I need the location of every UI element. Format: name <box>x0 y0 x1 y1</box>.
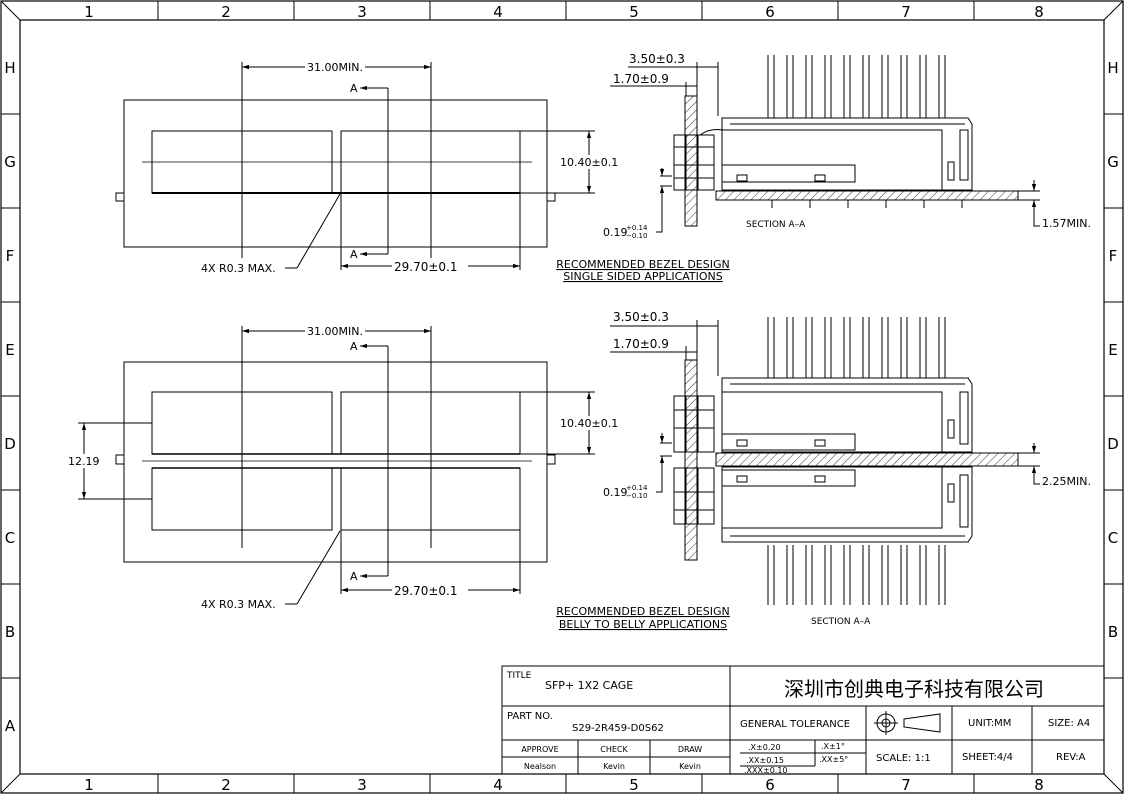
title-label: TITLE <box>506 671 532 681</box>
dim-3-50: 3.50±0.3 <box>613 310 669 324</box>
col-label: 7 <box>901 3 911 21</box>
height-dim-label: 10.40±0.1 <box>560 156 618 169</box>
min-dim-label: 2.25MIN. <box>1042 475 1091 488</box>
row-label: F <box>6 247 15 265</box>
sheet-label: SHEET:4/4 <box>962 752 1013 763</box>
col-label: 5 <box>629 776 639 794</box>
col-label: 3 <box>357 3 367 21</box>
col-label: 4 <box>493 3 503 21</box>
height-dim-label: 10.40±0.1 <box>560 417 618 430</box>
row-labels: H G F E D C B A H G F E D C B <box>4 59 1119 735</box>
bottom-bezel-labels: 31.00MIN. A A 29.70±0.1 10.40±0.1 12.19 … <box>66 324 730 631</box>
width-min-label: 31.00MIN. <box>307 61 363 74</box>
col-label: 8 <box>1034 776 1044 794</box>
tolerance-xxx: .XXX±0.10 <box>744 766 788 775</box>
row-label: F <box>1109 247 1118 265</box>
scale-label: SCALE: 1:1 <box>876 753 931 764</box>
top-section-labels: 3.50±0.3 1.70±0.9 0.19 +0.14 −0.10 1.57M… <box>603 52 1091 240</box>
caption-line-2: BELLY TO BELLY APPLICATIONS <box>559 618 727 631</box>
size-label: SIZE: A4 <box>1048 718 1090 729</box>
section-marker: A <box>350 82 358 95</box>
width-min-label: 31.00MIN. <box>307 325 363 338</box>
part-label: PART NO. <box>507 711 553 722</box>
general-tolerance-label: GENERAL TOLERANCE <box>740 719 850 730</box>
tolerance-x: .X±0.20 <box>748 743 781 752</box>
row-label: B <box>5 623 15 641</box>
row-label: G <box>1107 153 1119 171</box>
top-section-view <box>610 55 1040 233</box>
pitch-dim-label: 29.70±0.1 <box>394 260 458 274</box>
row-label: A <box>5 717 16 735</box>
tolerance-plus: +0.14 <box>626 224 648 232</box>
approve-label: APPROVE <box>521 745 558 754</box>
row-label: E <box>1108 341 1117 359</box>
tolerance-plus: +0.14 <box>626 484 648 492</box>
column-labels: 1 2 3 4 5 6 7 8 1 2 3 4 5 6 7 8 <box>84 3 1044 794</box>
row-label: E <box>5 341 14 359</box>
col-label: 3 <box>357 776 367 794</box>
check-label: CHECK <box>600 745 628 754</box>
section-marker: A <box>350 248 358 261</box>
check-name: Kevin <box>603 762 625 771</box>
radius-note: 4X R0.3 MAX. <box>201 262 276 275</box>
row-label: D <box>4 435 16 453</box>
row-label: H <box>1107 59 1118 77</box>
left-dim-label: 12.19 <box>68 455 100 468</box>
col-label: 6 <box>765 3 775 21</box>
section-label: SECTION A–A <box>811 617 871 627</box>
rev-label: REV:A <box>1056 752 1086 763</box>
min-dim-label: 1.57MIN. <box>1042 217 1091 230</box>
tolerance-minus: −0.10 <box>626 232 647 240</box>
section-label: SECTION A–A <box>746 220 806 230</box>
caption-line-1: RECOMMENDED BEZEL DESIGN <box>556 258 730 271</box>
tolerance-base: 0.19 <box>603 486 628 499</box>
title-block <box>501 665 1105 775</box>
top-bezel-labels: 31.00MIN. A A 29.70±0.1 10.40±0.1 4X R0.… <box>201 60 730 283</box>
company-name: 深圳市创典电子科技有限公司 <box>784 677 1044 701</box>
tolerance-base: 0.19 <box>603 226 628 239</box>
dim-3-50: 3.50±0.3 <box>629 52 685 66</box>
col-label: 4 <box>493 776 503 794</box>
bottom-bezel-view <box>78 326 595 605</box>
section-marker: A <box>350 570 358 583</box>
col-label: 2 <box>221 3 231 21</box>
row-label: B <box>1108 623 1118 641</box>
angle-xx: .XX±5° <box>819 755 848 764</box>
col-label: 2 <box>221 776 231 794</box>
angle-x: .X±1° <box>821 742 845 751</box>
top-bezel-view <box>115 62 595 270</box>
radius-note: 4X R0.3 MAX. <box>201 598 276 611</box>
section-marker: A <box>350 340 358 353</box>
col-label: 6 <box>765 776 775 794</box>
tolerance-xx: .XX±0.15 <box>746 756 784 765</box>
tolerance-minus: −0.10 <box>626 492 647 500</box>
pitch-dim-label: 29.70±0.1 <box>394 584 458 598</box>
dim-1-70: 1.70±0.9 <box>613 72 669 86</box>
unit-label: UNIT:MM <box>968 718 1011 729</box>
col-label: 5 <box>629 3 639 21</box>
col-label: 1 <box>84 776 94 794</box>
bottom-section-labels: 3.50±0.3 1.70±0.9 0.19 +0.14 −0.10 2.25M… <box>603 310 1091 627</box>
dim-1-70: 1.70±0.9 <box>613 337 669 351</box>
col-label: 7 <box>901 776 911 794</box>
draw-label: DRAW <box>678 745 702 754</box>
title-block-text: TITLE SFP+ 1X2 CAGE 深圳市创典电子科技有限公司 PART N… <box>506 671 1090 775</box>
projection-symbol-icon <box>874 711 941 735</box>
approve-name: Nealson <box>524 762 556 771</box>
row-label: G <box>4 153 16 171</box>
draw-name: Kevin <box>679 762 701 771</box>
title-value: SFP+ 1X2 CAGE <box>545 679 633 692</box>
bottom-section-view <box>610 317 1040 605</box>
row-label: C <box>5 529 15 547</box>
caption-line-2: SINGLE SIDED APPLICATIONS <box>563 270 723 283</box>
row-label: C <box>1108 529 1118 547</box>
part-number: S29-2R459-D0S62 <box>572 723 664 734</box>
caption-line-1: RECOMMENDED BEZEL DESIGN <box>556 605 730 618</box>
col-label: 1 <box>84 3 94 21</box>
row-label: H <box>4 59 15 77</box>
col-label: 8 <box>1034 3 1044 21</box>
row-label: D <box>1107 435 1119 453</box>
